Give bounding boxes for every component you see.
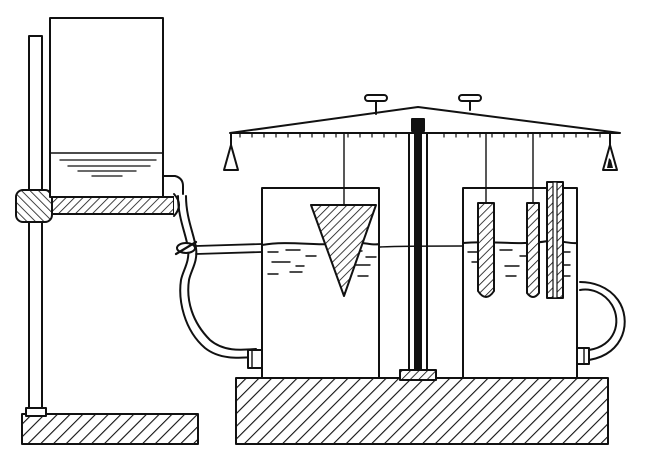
adjust-screw-left [364, 94, 388, 115]
tank-left-outlet [247, 349, 263, 369]
stand-pole [28, 35, 43, 417]
beam-pivot [411, 118, 425, 132]
hose-valve [174, 240, 198, 256]
hatched-cone [310, 204, 377, 297]
beam-scale-ticks [239, 132, 601, 138]
reservoir-outlet-nozzle [162, 175, 184, 195]
pole-foot [25, 407, 47, 417]
hose-right-return [579, 288, 618, 351]
tank-left-ripples [267, 249, 377, 277]
reservoir-tank [49, 17, 164, 198]
left-base-block [21, 413, 199, 445]
adjust-screw-right [458, 94, 482, 111]
left-pan [223, 132, 239, 171]
hose-right-return-inner [579, 281, 626, 361]
reservoir-water-ripples [59, 159, 157, 177]
hose-to-tank-a-inner [185, 195, 257, 351]
clamp-collar [15, 189, 53, 223]
center-column-stripe [414, 122, 422, 372]
gauge-inner [552, 181, 558, 299]
right-pan [602, 132, 618, 171]
connecting-tube [195, 243, 263, 255]
tank-right-outlet [576, 347, 590, 365]
hatched-rod-one [477, 202, 495, 298]
column-foot [399, 369, 437, 381]
right-base-block [235, 377, 609, 445]
hose-to-tank-a [177, 195, 257, 359]
hatched-rod-two [526, 202, 540, 298]
inter-tank-tube [378, 245, 464, 248]
clamp-arm [41, 196, 175, 215]
